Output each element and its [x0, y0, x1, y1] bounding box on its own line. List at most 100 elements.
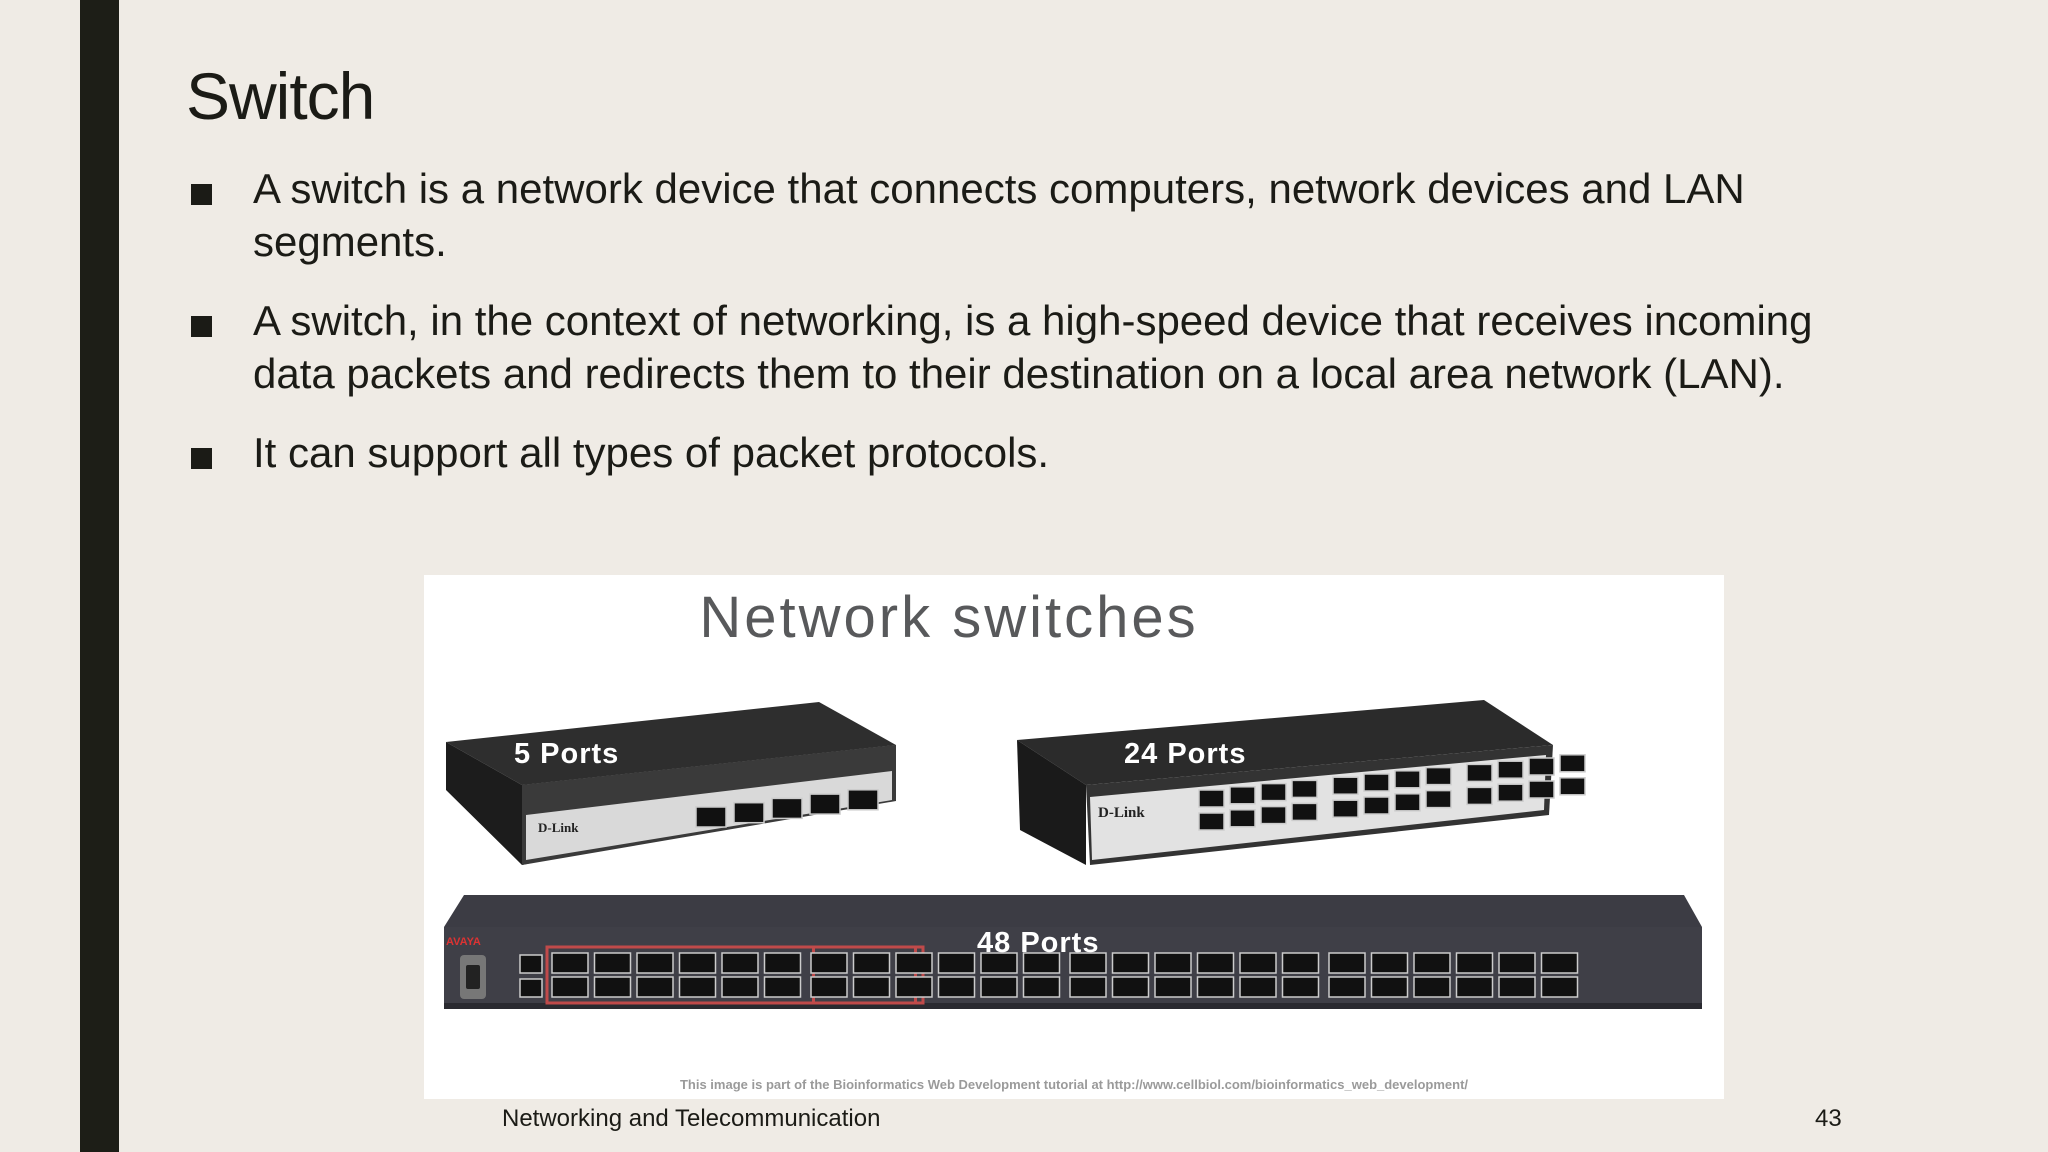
ethernet-port-icon	[810, 952, 848, 974]
ethernet-port-icon	[721, 952, 759, 974]
slide-title: Switch	[186, 59, 375, 133]
ethernet-port-icon	[1540, 976, 1579, 998]
ethernet-port-icon	[1069, 952, 1107, 974]
ethernet-port-icon	[1291, 779, 1318, 799]
brand-medium: D-Link	[1098, 805, 1145, 821]
port-group-large	[519, 952, 1579, 998]
ethernet-port-icon	[1528, 780, 1555, 799]
ethernet-port-icon	[1332, 799, 1359, 818]
ethernet-port-icon	[1260, 782, 1287, 802]
footer-course-name: Networking and Telecommunication	[502, 1105, 881, 1132]
square-bullet-icon	[191, 448, 212, 469]
ethernet-port-icon	[551, 952, 589, 974]
switch-5-ports-illustration: D-Link	[446, 702, 896, 865]
ethernet-port-icon	[852, 952, 891, 974]
ethernet-port-icon	[895, 952, 933, 974]
ethernet-port-icon	[1363, 773, 1390, 792]
bullet-text: A switch is a network device that connec…	[253, 165, 1745, 265]
ethernet-port-icon	[1198, 812, 1225, 831]
left-accent-bar	[80, 0, 119, 1152]
ethernet-port-icon	[852, 976, 891, 998]
ethernet-port-icon	[1394, 770, 1421, 789]
ethernet-port-icon	[636, 976, 674, 998]
ethernet-port-icon	[810, 976, 848, 998]
label-5-ports: 5 Ports	[514, 738, 620, 770]
ethernet-port-icon	[1196, 952, 1235, 974]
ethernet-port-icon	[937, 976, 976, 998]
ethernet-port-icon	[1455, 952, 1494, 974]
ethernet-port-icon	[695, 806, 727, 828]
bullet-item: It can support all types of packet proto…	[186, 426, 1886, 479]
ethernet-port-icon	[1455, 976, 1494, 998]
brand-large: AVAYA	[446, 936, 481, 948]
ethernet-port-icon	[1394, 793, 1421, 812]
ethernet-port-icon	[1540, 952, 1579, 974]
bullet-item: A switch, in the context of networking, …	[186, 294, 1886, 400]
ethernet-port-icon	[771, 797, 803, 820]
ethernet-port-icon	[519, 978, 543, 998]
ethernet-port-icon	[678, 976, 717, 998]
ethernet-port-icon	[636, 952, 674, 974]
bullet-item: A switch is a network device that connec…	[186, 162, 1886, 268]
ethernet-port-icon	[1291, 802, 1318, 822]
ethernet-port-icon	[980, 952, 1018, 974]
bullet-text: It can support all types of packet proto…	[253, 429, 1050, 476]
port-group-medium	[1198, 754, 1586, 831]
ethernet-port-icon	[1260, 805, 1287, 825]
ethernet-port-icon	[763, 976, 802, 998]
ethernet-port-icon	[1198, 789, 1225, 808]
brand-small: D-Link	[538, 820, 579, 835]
ethernet-port-icon	[980, 976, 1018, 998]
ethernet-port-icon	[1239, 976, 1277, 998]
ethernet-port-icon	[1413, 952, 1451, 974]
ethernet-port-icon	[1559, 777, 1586, 796]
ethernet-port-icon	[1425, 766, 1452, 786]
square-bullet-icon	[191, 184, 212, 205]
ethernet-port-icon	[551, 976, 589, 998]
switch-24-ports-illustration: D-Link	[1017, 700, 1553, 865]
ethernet-port-icon	[1196, 976, 1235, 998]
ethernet-port-icon	[593, 976, 632, 998]
bullet-list: A switch is a network device that connec…	[186, 162, 1886, 505]
ethernet-port-icon	[721, 976, 759, 998]
ethernet-port-icon	[593, 952, 632, 974]
image-credit: This image is part of the Bioinformatics…	[679, 1077, 1469, 1092]
ethernet-port-icon	[809, 793, 841, 815]
figure-title: Network switches	[699, 585, 1199, 650]
page-number: 43	[1815, 1105, 1842, 1132]
ethernet-port-icon	[1332, 776, 1359, 795]
ethernet-port-icon	[1281, 976, 1320, 998]
label-24-ports: 24 Ports	[1124, 738, 1247, 770]
ethernet-port-icon	[1498, 952, 1536, 974]
ethernet-port-icon	[763, 952, 802, 974]
ethernet-port-icon	[1425, 789, 1452, 809]
ethernet-port-icon	[1363, 796, 1390, 815]
ethernet-port-icon	[733, 801, 765, 824]
port-group-small	[695, 789, 879, 828]
ethernet-port-icon	[678, 952, 717, 974]
label-48-ports: 48 Ports	[977, 927, 1100, 959]
ethernet-port-icon	[1370, 952, 1409, 974]
ethernet-port-icon	[1498, 976, 1536, 998]
ethernet-port-icon	[1328, 976, 1366, 998]
ethernet-port-icon	[1528, 757, 1555, 776]
ethernet-port-icon	[1069, 976, 1107, 998]
ethernet-port-icon	[895, 976, 933, 998]
ethernet-port-icon	[1466, 763, 1493, 783]
ethernet-port-icon	[1022, 976, 1061, 998]
ethernet-port-icon	[1370, 976, 1409, 998]
ethernet-port-icon	[1022, 952, 1061, 974]
ethernet-port-icon	[847, 789, 879, 811]
ethernet-port-icon	[1559, 754, 1586, 773]
ethernet-port-icon	[1497, 760, 1524, 779]
ethernet-port-icon	[1328, 952, 1366, 974]
ethernet-port-icon	[1281, 952, 1320, 974]
square-bullet-icon	[191, 316, 212, 337]
ethernet-port-icon	[937, 952, 976, 974]
ethernet-port-icon	[1229, 786, 1256, 805]
network-switches-image: Network switches D-Link D-Link AVAYA	[424, 575, 1724, 1099]
bullet-text: A switch, in the context of networking, …	[253, 297, 1813, 397]
ethernet-port-icon	[1497, 783, 1524, 802]
ethernet-port-icon	[1239, 952, 1277, 974]
ethernet-port-icon	[1154, 952, 1192, 974]
